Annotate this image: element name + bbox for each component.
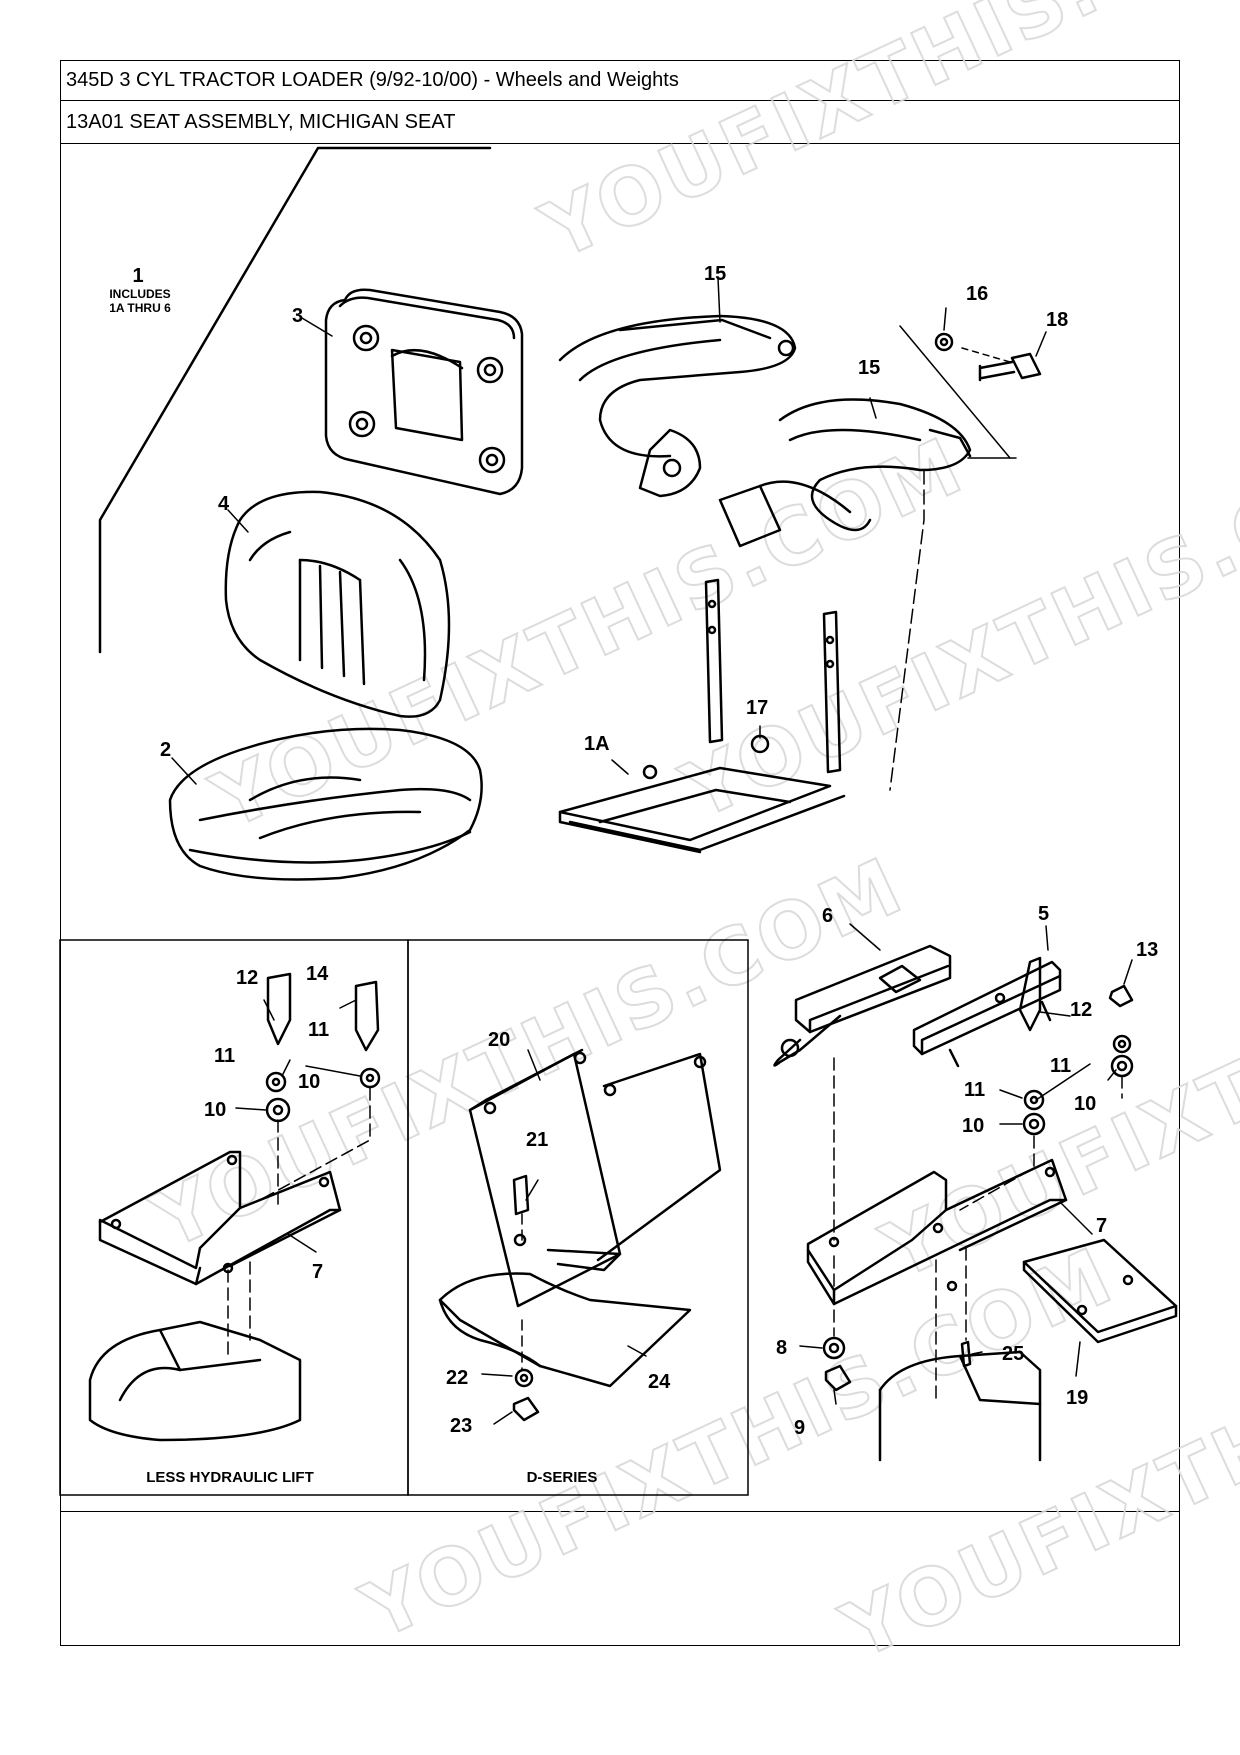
callout-16: 16 xyxy=(966,283,988,305)
bolt-18-axis xyxy=(961,347,1011,363)
assembly-title: 13A01 SEAT ASSEMBLY, MICHIGAN SEAT xyxy=(66,111,456,133)
back-cushion-4 xyxy=(224,490,451,718)
callout-24: 24 xyxy=(648,1371,671,1393)
callout-11-right-a: 11 xyxy=(1050,1055,1071,1077)
support-base-right xyxy=(878,1350,1042,1462)
callout-labels: 1 INCLUDES 1A THRU 6 3 4 2 1A 15 15 16 1… xyxy=(109,263,1158,1439)
mount-assembly-less-hydraulic xyxy=(88,972,381,1442)
callout-9: 9 xyxy=(794,1417,805,1439)
mount-plane-edge-a xyxy=(899,325,1011,459)
callout-23: 23 xyxy=(450,1415,472,1437)
watermark-2: YOUFIXTHIS.COM xyxy=(199,421,978,848)
caption-less-hydraulic-lift: LESS HYDRAULIC LIFT xyxy=(146,1469,314,1486)
callout-22: 22 xyxy=(446,1367,468,1389)
diagram-frame xyxy=(60,60,1180,1646)
seat-belt-15a xyxy=(558,314,797,498)
slide-rail-6 xyxy=(773,944,952,1067)
watermark-5: YOUFIXTHIS.COM xyxy=(869,871,1240,1298)
callout-20: 20 xyxy=(488,1029,510,1051)
callout-1-note-a: INCLUDES xyxy=(109,287,170,301)
seat-belt-15b xyxy=(718,398,972,548)
caption-d-series: D-SERIES xyxy=(527,1469,598,1486)
right-mount-axes xyxy=(833,1057,1123,1405)
backrest-plate-3 xyxy=(324,288,524,496)
slide-rail-5 xyxy=(912,960,1062,1068)
header-divider-2 xyxy=(60,143,1180,144)
mount-assembly-d-series xyxy=(438,1048,722,1422)
callout-4: 4 xyxy=(218,493,230,515)
callout-10-right-a: 10 xyxy=(962,1115,984,1137)
seat-frame-1A xyxy=(558,578,846,854)
callout-19: 19 xyxy=(1066,1387,1088,1409)
watermark-1: YOUFIXTHIS.COM xyxy=(529,0,1240,278)
item-1-leader xyxy=(98,146,492,654)
frame-mount-axis xyxy=(889,469,925,791)
callout-1-note-b: 1A THRU 6 xyxy=(109,301,171,315)
callout-1: 1 xyxy=(132,265,143,287)
callout-15-lower: 15 xyxy=(858,357,880,379)
callout-2: 2 xyxy=(160,739,171,761)
callout-3: 3 xyxy=(292,305,303,327)
callout-7-left: 7 xyxy=(312,1261,323,1283)
callout-12-left: 12 xyxy=(236,967,258,989)
callout-25: 25 xyxy=(1002,1343,1024,1365)
callout-7-right: 7 xyxy=(1096,1215,1107,1237)
callout-17: 17 xyxy=(746,697,768,719)
callout-12-right: 12 xyxy=(1070,999,1092,1021)
right-hardware xyxy=(822,956,1134,1392)
callout-10-right-b: 10 xyxy=(1074,1093,1096,1115)
callout-21: 21 xyxy=(526,1129,548,1151)
callout-10-left-a: 10 xyxy=(298,1071,320,1093)
bolt-18 xyxy=(978,352,1042,382)
callout-11-left-a: 11 xyxy=(308,1019,329,1041)
panel-d-series xyxy=(407,939,749,1496)
footer-divider xyxy=(60,1511,1180,1512)
callout-13: 13 xyxy=(1136,939,1158,961)
callout-18: 18 xyxy=(1046,309,1068,331)
callout-15-upper: 15 xyxy=(704,263,726,285)
seat-cushion-2 xyxy=(168,727,483,881)
callout-14: 14 xyxy=(306,963,329,985)
callout-10-left-b: 10 xyxy=(204,1099,226,1121)
plate-19 xyxy=(1022,1238,1178,1344)
callout-leaders xyxy=(171,277,1133,1425)
header-divider-1 xyxy=(60,100,1180,101)
callout-5: 5 xyxy=(1038,903,1049,925)
callout-1A: 1A xyxy=(584,733,610,755)
callout-11-left-b: 11 xyxy=(214,1045,235,1067)
callout-11-right-b: 11 xyxy=(964,1079,985,1101)
left-mount-axes xyxy=(227,1087,371,1361)
callout-8: 8 xyxy=(776,1337,787,1359)
washer-16 xyxy=(934,332,954,352)
callout-6: 6 xyxy=(822,905,833,927)
model-title: 345D 3 CYL TRACTOR LOADER (9/92-10/00) -… xyxy=(66,69,679,91)
